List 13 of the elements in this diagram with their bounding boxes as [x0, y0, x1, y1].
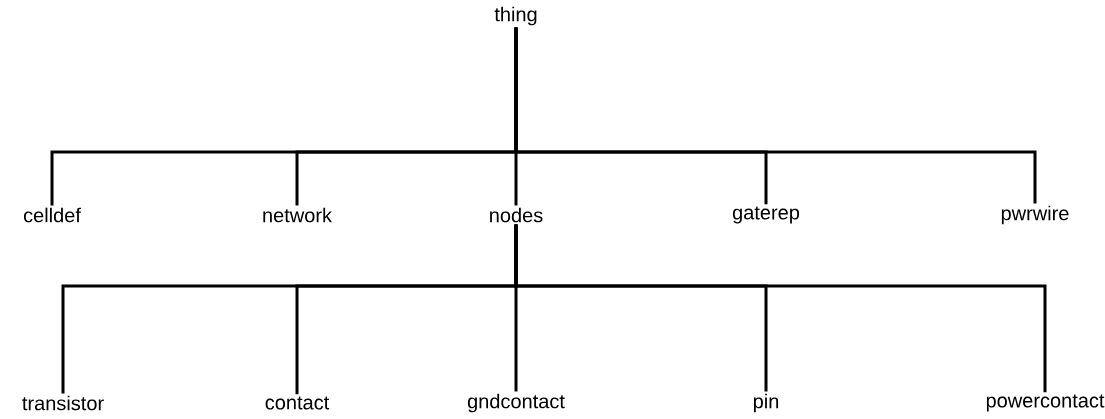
node-label: transistor — [22, 395, 104, 411]
node-label: thing — [494, 6, 537, 26]
node-label: gndcontact — [467, 393, 565, 413]
node-label: pwrwire — [1001, 205, 1069, 225]
tree-line — [514, 27, 1037, 204]
node-label: nodes — [490, 207, 543, 223]
node-label: gaterep — [732, 206, 800, 224]
node-label: network — [263, 207, 333, 223]
node-label: pin — [753, 393, 779, 413]
node-label: contact — [265, 396, 330, 410]
node-label: powercontact — [986, 394, 1105, 412]
node-label: celldef — [23, 207, 81, 223]
tree-line — [514, 224, 1047, 393]
